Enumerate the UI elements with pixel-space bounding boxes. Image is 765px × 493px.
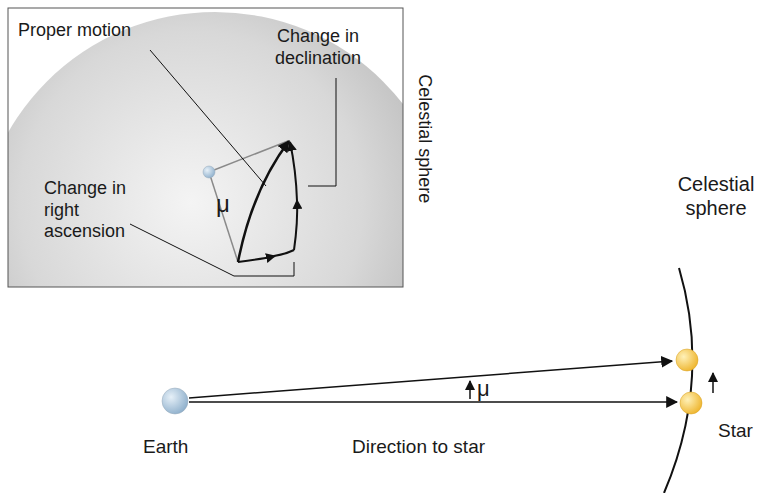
inset-frame [8,8,403,287]
star-symbol [676,349,698,371]
earth-dot [203,166,215,178]
dec-arrow [294,200,297,250]
direction-arrow [189,401,677,403]
motion-arrow [712,373,714,393]
wedge-line [209,172,238,262]
earth-symbol [162,388,188,414]
proper-motion-arrow [238,141,289,262]
label: Proper motion [18,20,131,42]
angle-symbol: μ [477,378,490,400]
label: Direction to star [352,436,485,459]
leader-line [150,50,266,186]
label: Change in right ascension [44,178,136,243]
angle-symbol: μ [216,190,230,219]
label: Star [718,420,753,443]
label: Change in declination [258,26,378,69]
celestial-sphere [8,12,403,287]
leader-bracket [308,78,336,186]
main-figure [162,268,713,493]
moved-direction-arrow [189,361,672,398]
ra-arrow [274,250,294,256]
ra-arrow [238,256,275,262]
dec-arrow [290,142,297,201]
mu-arrow [469,381,471,399]
label: Earth [143,436,188,459]
inset [0,8,453,488]
leader-bracket [130,224,294,276]
label: Celestial sphere [671,172,761,220]
wedge-line [209,141,288,172]
celestial-sphere-arc [664,268,692,493]
label: Celestial sphere [413,4,435,274]
star-symbol [680,392,702,414]
